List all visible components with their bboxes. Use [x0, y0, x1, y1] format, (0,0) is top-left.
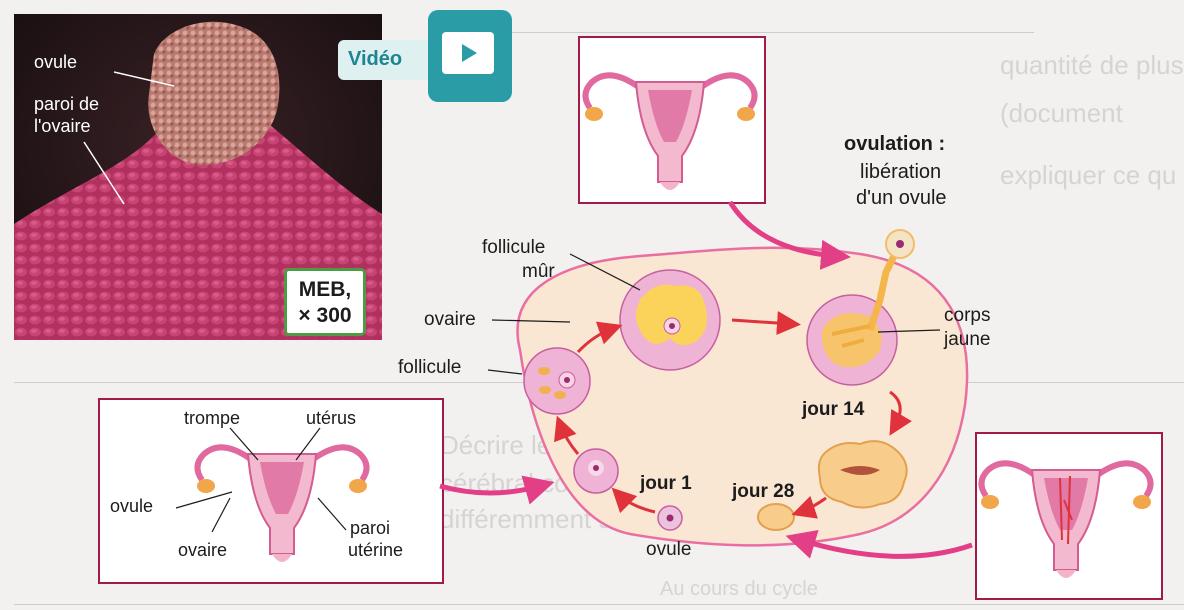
- label-jour-28: jour 28: [732, 482, 794, 502]
- label-uterus: utérus: [306, 408, 356, 428]
- label-ovule-uterus: ovule: [110, 496, 153, 516]
- follicle-stage-jour28: [819, 441, 907, 507]
- label-ovulation-line: d'un ovule: [856, 188, 947, 208]
- label-ovule-diagram: ovule: [646, 540, 691, 560]
- follicle-stage-ovule: [658, 506, 682, 530]
- label-paroi-uterine: paroi: [350, 518, 390, 538]
- label-ovaire: ovaire: [424, 310, 476, 330]
- label-jour-1: jour 1: [640, 474, 692, 494]
- label-paroi-uterine: utérine: [348, 540, 403, 560]
- label-trompe: trompe: [184, 408, 240, 428]
- label-follicule-mur: mûr: [522, 262, 555, 282]
- label-ovaire-uterus: ovaire: [178, 540, 227, 560]
- label-jour-14: jour 14: [802, 400, 864, 420]
- uterus-illustration-right: [981, 463, 1151, 578]
- follicle-stage-regressed: [758, 504, 794, 530]
- label-corps-jaune: corps: [944, 306, 990, 326]
- label-corps-jaune: jaune: [944, 330, 991, 350]
- follicle-stage-follicule: [524, 348, 590, 414]
- label-ovulation-line: libération: [860, 162, 941, 182]
- label-follicule-mur: follicule: [482, 238, 545, 258]
- label-ovulation-title: ovulation :: [844, 134, 945, 154]
- uterus-illustration-top: [585, 75, 755, 190]
- follicle-stage-mur: [620, 270, 720, 370]
- follicle-stage-jour1: [574, 449, 618, 493]
- label-follicule: follicule: [398, 358, 461, 378]
